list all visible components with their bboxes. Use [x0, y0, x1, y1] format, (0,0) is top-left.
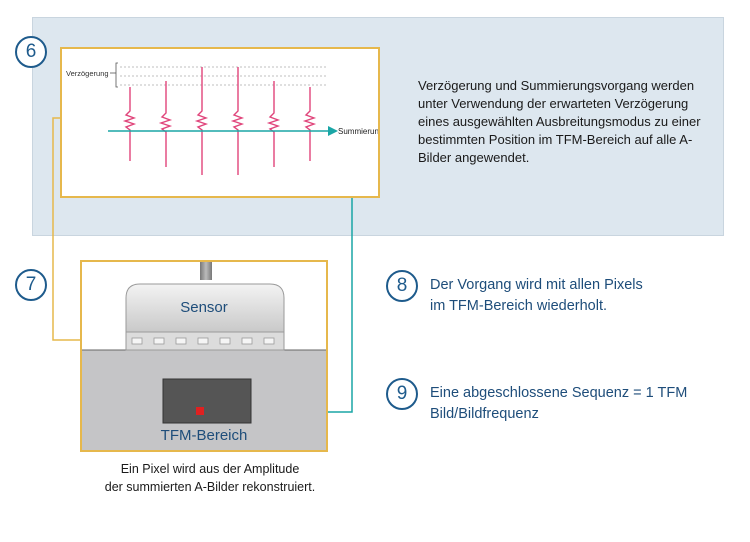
- caption-line-1: Ein Pixel wird aus der Amplitude: [120, 462, 300, 476]
- reconstructed-pixel: [196, 407, 204, 415]
- step-6-description: Verzögerung und Summierungsvorgang werde…: [418, 78, 701, 165]
- a-scan-6: [302, 87, 317, 161]
- tfm-region-box: [162, 378, 252, 424]
- step-6-badge: 6: [15, 36, 47, 68]
- step-9-line-1: Eine abgeschlossene Sequenz = 1 TFM: [430, 385, 688, 401]
- sensor-label: Sensor: [180, 299, 228, 316]
- a-scan-diagram: Verzögerung Summierung: [60, 47, 380, 198]
- sensor-diagram: Sensor TFM-Bereich: [80, 260, 328, 452]
- sensor-body: [125, 283, 285, 333]
- sensor-svg: [82, 262, 326, 450]
- a-scan-traces: [122, 67, 317, 175]
- step-8-line-2: im TFM-Bereich wiederholt.: [430, 298, 608, 314]
- a-scan-5: [266, 81, 281, 167]
- summation-label: Summierung: [338, 127, 378, 136]
- step-7-caption: Ein Pixel wird aus der Amplitude der sum…: [60, 460, 360, 496]
- a-scan-1: [122, 87, 137, 161]
- step-9-text: Eine abgeschlossene Sequenz = 1 TFM Bild…: [430, 383, 687, 425]
- a-scan-4: [230, 67, 245, 175]
- caption-line-2: der summierten A-Bilder rekonstruiert.: [104, 480, 316, 494]
- summation-arrowhead-icon: [328, 126, 338, 136]
- step-8-badge: 8: [386, 270, 418, 302]
- tfm-region-label: TFM-Bereich: [160, 427, 248, 444]
- delay-label: Verzögerung: [66, 69, 109, 78]
- gold-connector: [52, 117, 80, 341]
- step-7-badge: 7: [15, 269, 47, 301]
- step-8-line-1: Der Vorgang wird mit allen Pixels: [430, 277, 643, 293]
- a-scan-svg: Verzögerung Summierung: [66, 62, 378, 175]
- step-8-text: Der Vorgang wird mit allen Pixels im TFM…: [430, 275, 643, 317]
- a-scan-2: [158, 81, 173, 167]
- step-9-line-2: Bild/Bildfrequenz: [430, 406, 539, 422]
- sensor-cable: [200, 262, 212, 280]
- step-9-badge: 9: [386, 378, 418, 410]
- a-scan-3: [194, 67, 209, 175]
